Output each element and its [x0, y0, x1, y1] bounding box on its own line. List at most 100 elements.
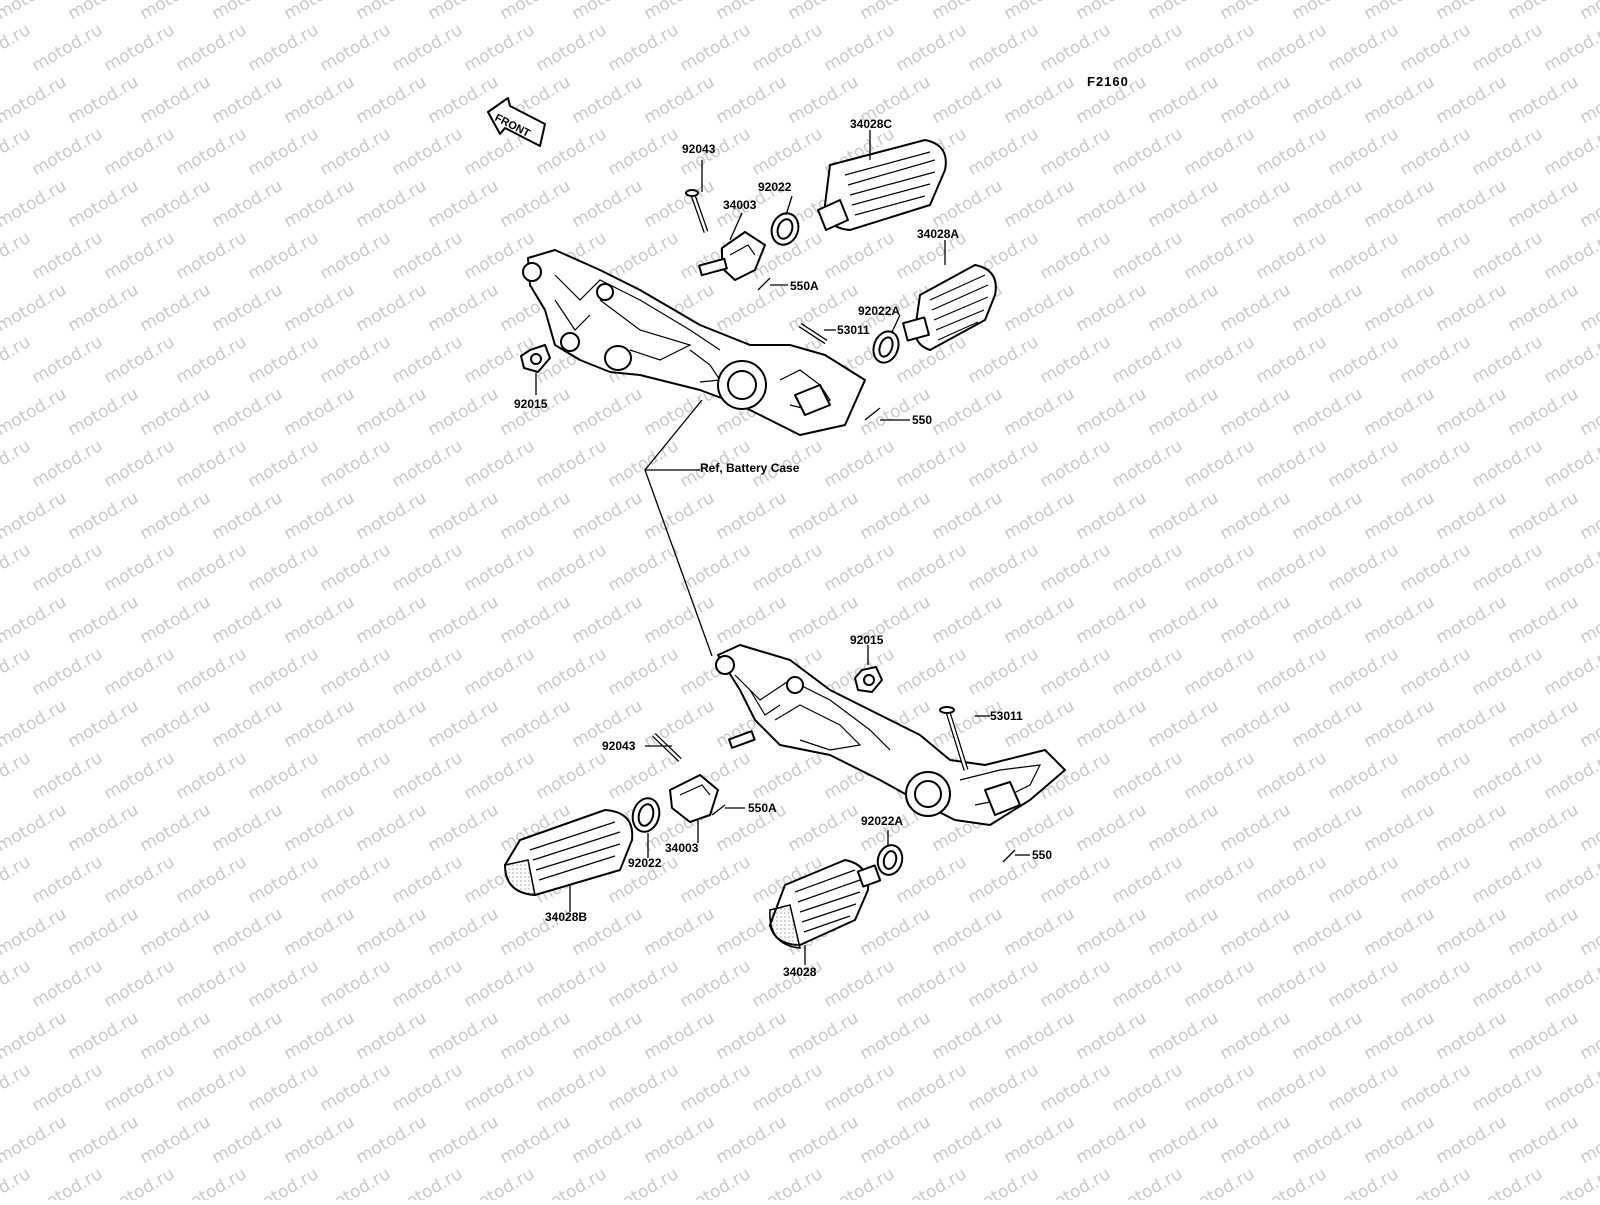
callout-top-92043: 92043: [682, 142, 716, 156]
watermark-text: motod.ru: [1037, 436, 1115, 492]
watermark-text: motod.ru: [569, 1008, 647, 1064]
watermark-text: motod.ru: [1433, 384, 1511, 440]
watermark-text: motod.ru: [857, 488, 935, 544]
watermark-text: motod.ru: [461, 20, 539, 76]
watermark-text: motod.ru: [29, 436, 107, 492]
watermark-text: motod.ru: [209, 904, 287, 960]
watermark-text: motod.ru: [497, 1112, 575, 1168]
watermark-text: motod.ru: [461, 644, 539, 700]
watermark-text: motod.ru: [1577, 800, 1600, 856]
watermark-text: motod.ru: [1109, 20, 1187, 76]
watermark-text: motod.ru: [929, 592, 1007, 648]
watermark-text: motod.ru: [173, 228, 251, 284]
watermark-text: motod.ru: [1541, 644, 1600, 700]
watermark-text: motod.ru: [29, 1164, 107, 1200]
watermark-text: motod.ru: [569, 592, 647, 648]
watermark-text: motod.ru: [0, 852, 34, 908]
watermark-text: motod.ru: [1037, 644, 1115, 700]
watermark-text: motod.ru: [893, 20, 971, 76]
watermark-text: motod.ru: [389, 1164, 467, 1200]
watermark-text: motod.ru: [389, 228, 467, 284]
watermark-text: motod.ru: [0, 280, 70, 336]
watermark-text: motod.ru: [929, 72, 1007, 128]
watermark-text: motod.ru: [641, 176, 719, 232]
watermark-text: motod.ru: [1577, 1112, 1600, 1168]
watermark-text: motod.ru: [1109, 644, 1187, 700]
watermark-text: motod.ru: [389, 436, 467, 492]
watermark-text: motod.ru: [65, 904, 143, 960]
watermark-text: motod.ru: [1361, 592, 1439, 648]
watermark-text: motod.ru: [1217, 1008, 1295, 1064]
watermark-text: motod.ru: [353, 0, 431, 24]
watermark-text: motod.ru: [1145, 1112, 1223, 1168]
watermark-text: motod.ru: [0, 124, 34, 180]
watermark-text: motod.ru: [0, 1060, 34, 1116]
watermark-text: motod.ru: [353, 904, 431, 960]
bottom-cotter-550A: [712, 805, 725, 815]
watermark-text: motod.ru: [1325, 1060, 1403, 1116]
watermark-text: motod.ru: [785, 0, 863, 24]
watermark-text: motod.ru: [1505, 1112, 1583, 1168]
watermark-text: motod.ru: [281, 1112, 359, 1168]
watermark-text: motod.ru: [1433, 904, 1511, 960]
watermark-text: motod.ru: [929, 384, 1007, 440]
watermark-text: motod.ru: [1145, 72, 1223, 128]
watermark-text: motod.ru: [497, 176, 575, 232]
watermark-text: motod.ru: [137, 280, 215, 336]
watermark-text: motod.ru: [605, 644, 683, 700]
watermark-text: motod.ru: [1037, 1060, 1115, 1116]
watermark-text: motod.ru: [821, 540, 899, 596]
watermark-text: motod.ru: [749, 540, 827, 596]
watermark-text: motod.ru: [173, 644, 251, 700]
watermark-text: motod.ru: [425, 0, 503, 24]
watermark-text: motod.ru: [65, 280, 143, 336]
watermark-text: motod.ru: [569, 176, 647, 232]
watermark-text: motod.ru: [65, 1008, 143, 1064]
watermark-text: motod.ru: [1397, 644, 1475, 700]
callout-bottom-34028B: 34028B: [545, 910, 587, 924]
watermark-text: motod.ru: [1001, 1008, 1079, 1064]
watermark-text: motod.ru: [1037, 540, 1115, 596]
watermark-text: motod.ru: [353, 384, 431, 440]
watermark-text: motod.ru: [1433, 592, 1511, 648]
watermark-text: motod.ru: [1037, 124, 1115, 180]
watermark-text: motod.ru: [281, 176, 359, 232]
watermark-text: motod.ru: [929, 0, 1007, 24]
watermark-text: motod.ru: [1217, 384, 1295, 440]
watermark-text: motod.ru: [0, 696, 70, 752]
watermark-text: motod.ru: [317, 332, 395, 388]
watermark-text: motod.ru: [1145, 280, 1223, 336]
watermark-text: motod.ru: [641, 1112, 719, 1168]
watermark-text: motod.ru: [1577, 0, 1600, 24]
watermark-text: motod.ru: [137, 488, 215, 544]
watermark-text: motod.ru: [209, 800, 287, 856]
watermark-text: motod.ru: [65, 592, 143, 648]
watermark-text: motod.ru: [1361, 488, 1439, 544]
watermark-text: motod.ru: [1325, 748, 1403, 804]
watermark-text: motod.ru: [1253, 852, 1331, 908]
watermark-text: motod.ru: [317, 436, 395, 492]
watermark-text: motod.ru: [1397, 852, 1475, 908]
watermark-text: motod.ru: [1577, 280, 1600, 336]
watermark-text: motod.ru: [497, 384, 575, 440]
watermark-text: motod.ru: [1397, 332, 1475, 388]
watermark-text: motod.ru: [65, 800, 143, 856]
watermark-text: motod.ru: [0, 1008, 70, 1064]
watermark-text: motod.ru: [893, 1164, 971, 1200]
watermark-text: motod.ru: [101, 1164, 179, 1200]
watermark-text: motod.ru: [1181, 1164, 1259, 1200]
watermark-text: motod.ru: [281, 1008, 359, 1064]
watermark-text: motod.ru: [0, 1164, 34, 1200]
watermark-text: motod.ru: [101, 332, 179, 388]
watermark-text: motod.ru: [677, 956, 755, 1012]
watermark-text: motod.ru: [1109, 540, 1187, 596]
watermark-text: motod.ru: [1145, 1008, 1223, 1064]
watermark-text: motod.ru: [245, 1164, 323, 1200]
watermark-text: motod.ru: [893, 1060, 971, 1116]
callout-top-34003: 34003: [723, 198, 757, 212]
figure-code: F2160: [1087, 74, 1129, 89]
watermark-text: motod.ru: [1181, 332, 1259, 388]
watermark-text: motod.ru: [533, 1060, 611, 1116]
watermark-text: motod.ru: [1253, 956, 1331, 1012]
